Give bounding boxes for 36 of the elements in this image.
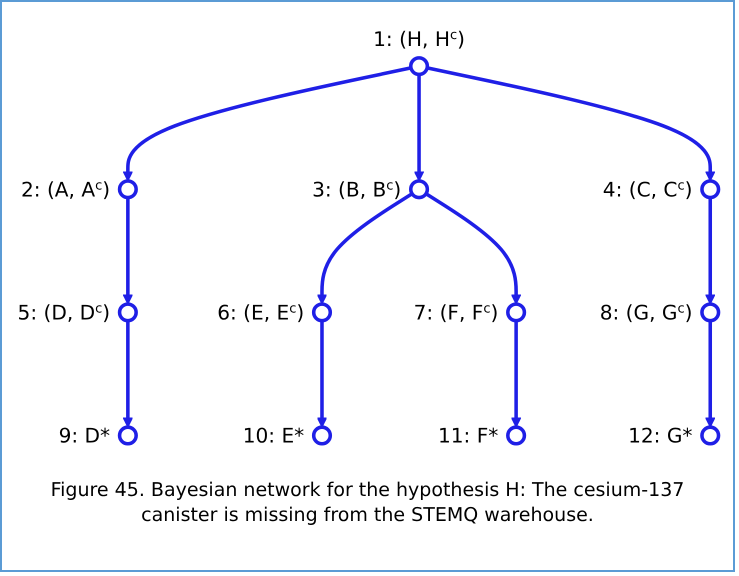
figure-caption: Figure 45. Bayesian network for the hypothesis H: The cesium-137 canister is missing from the STEMQ warehouse. (50, 478, 686, 528)
arrow (316, 192, 412, 305)
node-circle (506, 425, 526, 446)
node-circle (311, 302, 332, 322)
node-label: 9: D* (58, 424, 110, 448)
node-circle (117, 302, 138, 322)
node-circle (311, 425, 332, 446)
arrow (704, 320, 715, 428)
arrow (122, 198, 133, 305)
arrow (122, 320, 133, 428)
arrow (413, 74, 424, 182)
node-circle (700, 425, 720, 446)
node-circle (408, 56, 429, 76)
node-label: 5: (D, D$^{c}$) (17, 300, 110, 324)
node-circle (117, 179, 138, 200)
arrow (426, 66, 715, 182)
node-circle (700, 179, 720, 200)
node-label: 11: F* (437, 424, 498, 448)
node-circle (408, 179, 429, 200)
arrow (510, 320, 521, 428)
arrow (704, 198, 715, 305)
node-label: 6: (E, E$^{c}$) (216, 300, 304, 324)
node-label: 10: E* (242, 424, 304, 448)
arrow (316, 320, 327, 428)
arrow (424, 192, 521, 305)
node-label: 3: (B, B$^{c}$) (312, 177, 401, 202)
node-circle (506, 302, 526, 322)
node-label: 2: (A, A$^{c}$) (20, 177, 110, 202)
node-label: 8: (G, G$^{c}$) (599, 300, 692, 324)
node-circle (117, 425, 138, 446)
arrow (122, 66, 411, 182)
node-label: 1: (H, H$^{c}$) (372, 27, 464, 52)
node-label: 4: (C, C$^{c}$) (602, 177, 692, 202)
node-label: 12: G* (628, 424, 692, 448)
node-label: 7: (F, F$^{c}$) (413, 300, 498, 324)
node-circle (700, 302, 720, 322)
